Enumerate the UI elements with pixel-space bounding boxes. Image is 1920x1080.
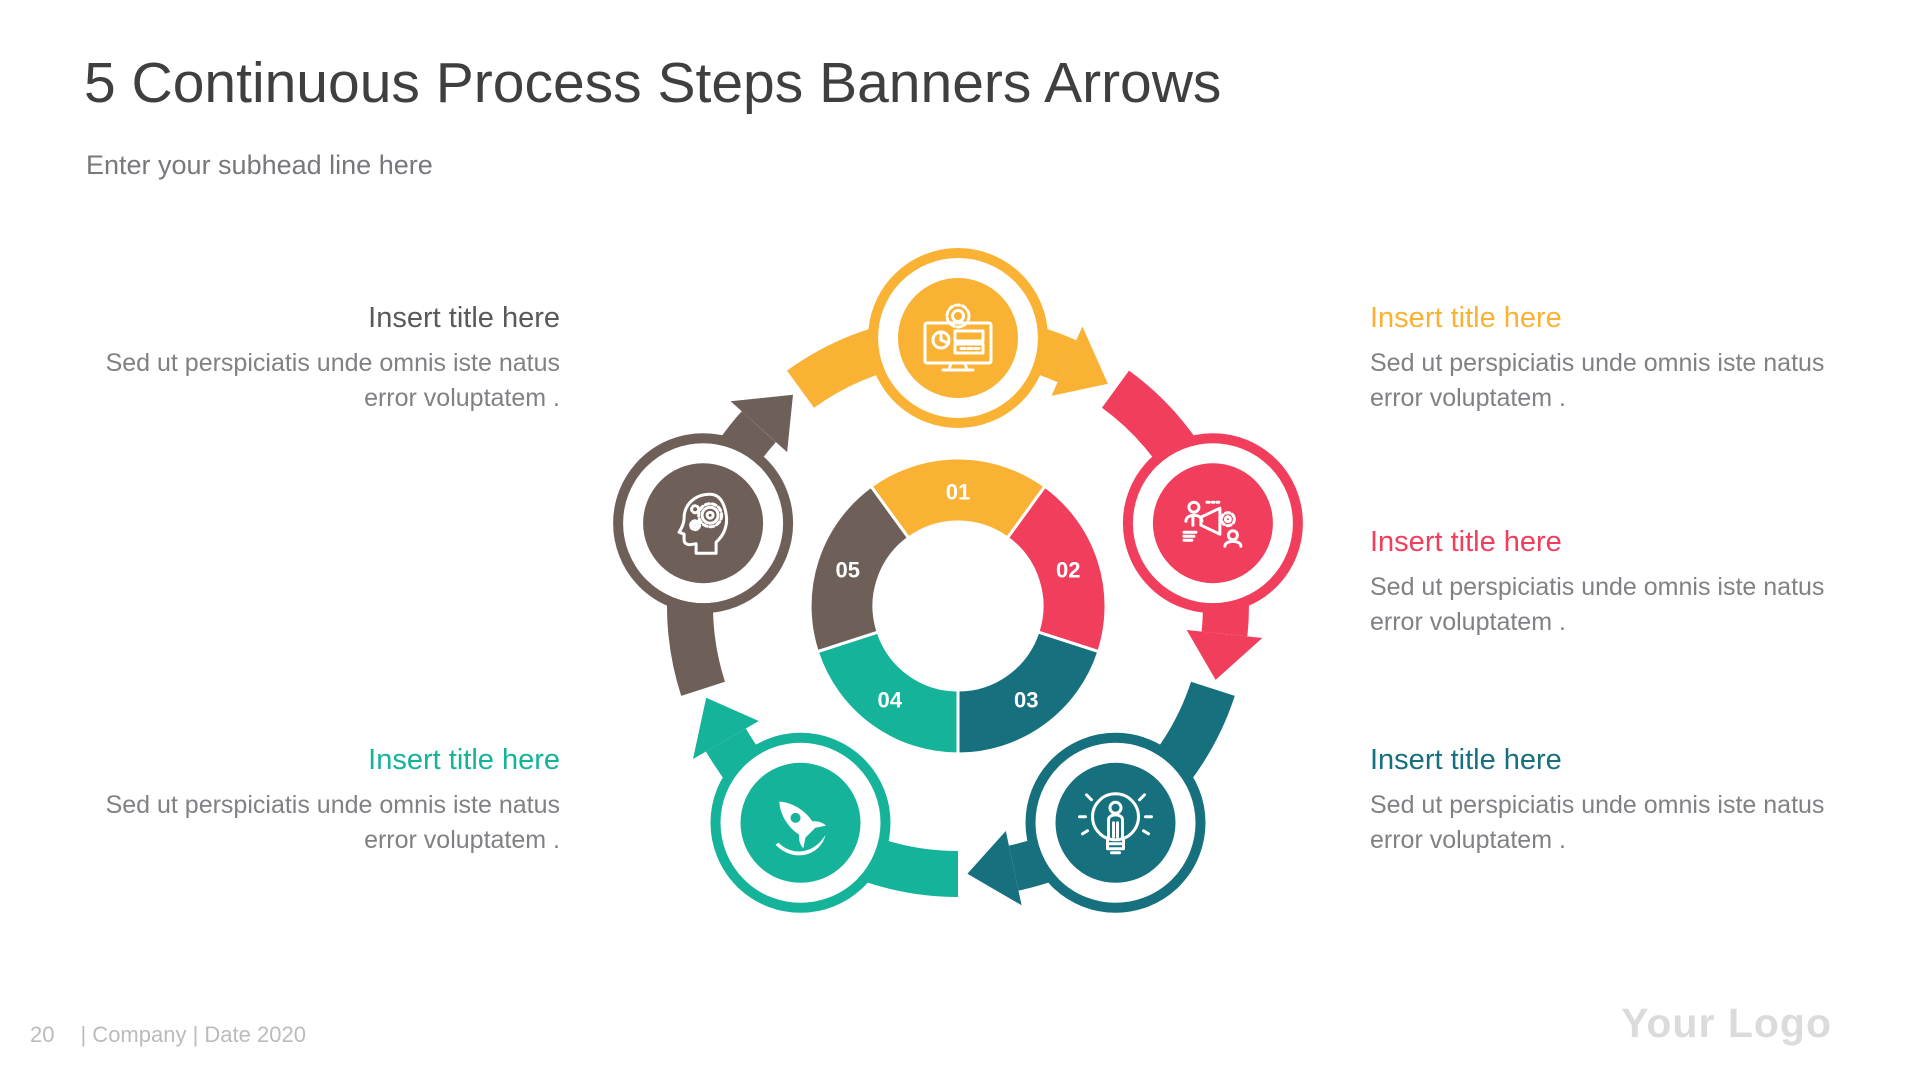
thinking-head-gears-icon	[677, 492, 729, 555]
callout-right-middle: Insert title here Sed ut perspiciatis un…	[1370, 524, 1835, 640]
donut-label-03: 03	[1014, 687, 1038, 712]
process-cycle-diagram: 01 02 03 04 05	[613, 248, 1303, 913]
donut-segment-02	[1005, 484, 1108, 654]
callout-title: Insert title here	[1370, 526, 1562, 558]
donut-label-02: 02	[1056, 558, 1080, 583]
donut-segment-04	[815, 630, 960, 756]
callout-body: Sed ut perspiciatis unde omnis iste natu…	[1370, 791, 1825, 854]
slide-title: 5 Continuous Process Steps Banners Arrow…	[84, 51, 1222, 115]
step-4-badge	[710, 732, 891, 913]
donut-label-04: 04	[878, 687, 903, 712]
slide-subtitle: Enter your subhead line here	[86, 150, 433, 180]
arrowhead-icon	[1186, 630, 1263, 680]
callout-body: Sed ut perspiciatis unde omnis iste natu…	[105, 349, 560, 412]
donut-segment-01	[868, 456, 1048, 541]
arrowhead-icon	[967, 831, 1022, 906]
callout-title: Insert title here	[368, 744, 560, 776]
callout-title: Insert title here	[368, 302, 560, 334]
donut-label-05: 05	[835, 558, 859, 583]
donut-label-01: 01	[946, 480, 970, 505]
rocket-launch-icon	[775, 801, 826, 856]
page-number: 20	[30, 1022, 55, 1047]
callout-body: Sed ut perspiciatis unde omnis iste natu…	[1370, 349, 1825, 412]
step-1-badge	[868, 248, 1048, 428]
donut-segment-03	[956, 630, 1101, 756]
arrowhead-icon	[730, 394, 793, 453]
donut-chart: 01 02 03 04 05	[808, 456, 1108, 756]
callout-body: Sed ut perspiciatis unde omnis iste natu…	[105, 791, 560, 854]
callout-title: Insert title here	[1370, 744, 1562, 776]
step-2-badge	[1122, 433, 1303, 614]
callout-left-bottom: Insert title here Sed ut perspiciatis un…	[95, 742, 560, 858]
donut-segment-05	[808, 484, 911, 654]
callout-left-top: Insert title here Sed ut perspiciatis un…	[95, 300, 560, 416]
callout-right-top: Insert title here Sed ut perspiciatis un…	[1370, 300, 1835, 416]
dashboard-monitor-gear-icon	[923, 303, 993, 372]
your-logo-placeholder: Your Logo	[1621, 1000, 1832, 1046]
callout-right-bottom: Insert title here Sed ut perspiciatis un…	[1370, 742, 1835, 858]
step-3-badge	[1025, 732, 1206, 913]
idea-person-lightbulb-icon	[1078, 792, 1153, 855]
callout-body: Sed ut perspiciatis unde omnis iste natu…	[1370, 573, 1825, 636]
arrowhead-icon	[693, 697, 759, 759]
footer-meta: | Company | Date 2020	[80, 1022, 306, 1047]
step-5-badge	[613, 433, 794, 614]
slide-footer: 20 | Company | Date 2020	[30, 1022, 306, 1048]
megaphone-announcement-icon	[1182, 500, 1243, 548]
callout-title: Insert title here	[1370, 302, 1562, 334]
arrowhead-icon	[1051, 326, 1108, 396]
